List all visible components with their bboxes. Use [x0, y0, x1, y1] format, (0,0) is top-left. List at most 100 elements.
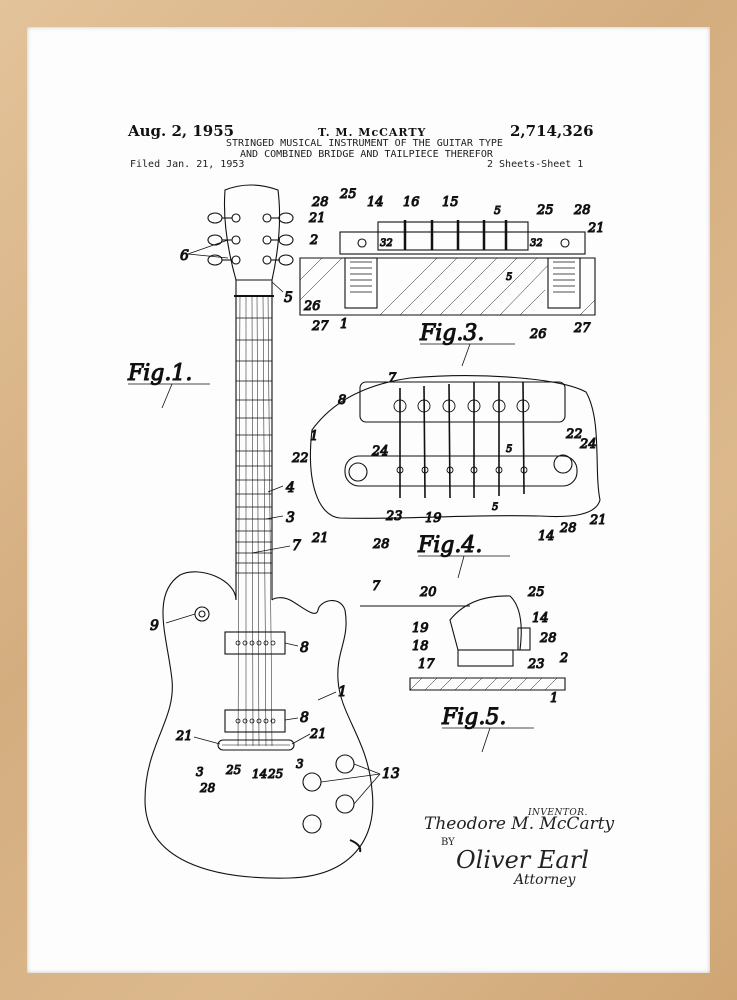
- knob: [335, 794, 355, 814]
- ref-number: 1: [338, 684, 347, 700]
- ref-number: 14: [367, 195, 384, 210]
- figure-label: Fig.1.: [127, 361, 192, 386]
- ref-number: 14: [532, 611, 549, 626]
- ref-number: 14: [252, 767, 267, 781]
- ref-number: 1: [310, 429, 318, 444]
- ref-number: 21: [309, 727, 327, 742]
- ref-number: 28: [573, 203, 591, 218]
- ref-number: 27: [573, 321, 591, 336]
- ref-number: 28: [199, 781, 216, 795]
- ref-number: 21: [175, 729, 193, 744]
- inventor-label: INVENTOR.: [528, 808, 588, 818]
- fig5-side-section: 7 20 25 14 19 18 28 17 23 2 1 Fig.5.: [360, 578, 569, 753]
- ref-number: 32: [530, 238, 543, 249]
- ref-number: 22: [565, 427, 583, 442]
- ref-number: 3: [286, 510, 295, 526]
- headstock: [223, 184, 281, 281]
- ref-number: 23: [527, 657, 545, 672]
- ref-number: 1: [550, 691, 558, 706]
- ref-number: 25: [225, 763, 241, 777]
- ref-number: 7: [388, 371, 397, 386]
- ref-number: 18: [412, 639, 429, 654]
- knob: [302, 772, 322, 792]
- figure-label: Fig.4.: [417, 533, 482, 558]
- ref-number: 21: [308, 211, 326, 226]
- ref-number: 24: [371, 444, 389, 459]
- ref-number: 28: [372, 537, 390, 552]
- ref-number: 24: [579, 437, 597, 452]
- ref-number: 5: [494, 204, 501, 217]
- ref-number: 13: [382, 766, 400, 782]
- ref-number: 2: [309, 233, 318, 248]
- figure-label: Fig.3.: [419, 321, 484, 346]
- frets: [236, 317, 272, 574]
- patent-sheets: 2 Sheets-Sheet 1: [487, 159, 584, 170]
- ref-number: 27: [311, 319, 329, 334]
- ref-number: 5: [506, 444, 512, 455]
- ref-number: 32: [380, 238, 393, 249]
- ref-number: 21: [589, 513, 607, 528]
- knob: [302, 814, 322, 834]
- neck-pickup: [224, 631, 286, 655]
- fig3-bridge-section: 28 25 14 16 15 5 25 28 21 32 32 21 2 5 2…: [299, 186, 605, 367]
- ref-number: 2: [559, 651, 568, 666]
- strings: [237, 295, 273, 747]
- ref-number: 7: [292, 538, 301, 554]
- ref-number: 8: [338, 393, 346, 408]
- ref-number: 25: [536, 203, 554, 218]
- bridge-tailpiece: [217, 739, 295, 751]
- ref-number: 25: [527, 585, 545, 600]
- ref-number: 5: [506, 272, 512, 283]
- patent-inventor-header: T. M. McCARTY: [318, 126, 427, 139]
- inventor-name: Theodore M. McCarty: [424, 814, 615, 834]
- ref-number: 3: [296, 757, 304, 771]
- ref-number: 28: [559, 521, 577, 536]
- ref-number: 26: [529, 327, 547, 342]
- ref-number: 6: [180, 248, 189, 264]
- patent-number: 2,714,326: [510, 122, 594, 140]
- ref-number: 4: [285, 480, 295, 496]
- toggle-switch: [194, 606, 210, 622]
- ref-number: 20: [419, 585, 437, 600]
- attorney-label: Attorney: [514, 872, 576, 888]
- ref-number: 15: [442, 195, 459, 210]
- ref-number: 19: [412, 621, 429, 636]
- tuners-left: [207, 212, 241, 266]
- ref-number: 28: [539, 631, 557, 646]
- ref-number: 17: [418, 657, 435, 672]
- fig1-guitar: 6 5 4 3 7 9 8 1 8 21 21 3 25 14 25 3 28 …: [126, 184, 400, 879]
- ref-number: 5: [284, 290, 293, 306]
- figure-label: Fig.5.: [441, 705, 506, 730]
- fig4-perspective: 7 8 1 22 24 22 24 5 5 23 19 21 28 14 28 …: [290, 370, 607, 579]
- ref-number: 7: [372, 579, 381, 594]
- bridge-pickup: [224, 709, 286, 733]
- ref-number: 14: [538, 529, 555, 544]
- ref-number: 3: [196, 765, 204, 779]
- ref-number: 21: [311, 531, 329, 546]
- ref-number: 9: [150, 618, 159, 634]
- ref-number: 28: [311, 195, 329, 210]
- poster-paper: [27, 27, 710, 973]
- patent-title-line2: AND COMBINED BRIDGE AND TAILPIECE THEREF…: [240, 149, 493, 160]
- ref-number: 25: [267, 767, 283, 781]
- ref-number: 1: [340, 317, 348, 332]
- patent-date: Aug. 2, 1955: [128, 122, 235, 140]
- patent-filed: Filed Jan. 21, 1953: [130, 159, 245, 170]
- ref-number: 26: [303, 299, 321, 314]
- ref-number: 21: [587, 221, 605, 236]
- patent-title-line1: STRINGED MUSICAL INSTRUMENT OF THE GUITA…: [226, 138, 503, 149]
- guitar-body: [144, 571, 374, 879]
- ref-number: 23: [385, 509, 403, 524]
- ref-number: 5: [492, 502, 498, 513]
- ref-number: 25: [339, 187, 357, 202]
- ref-number: 8: [300, 710, 309, 726]
- ref-number: 22: [291, 451, 309, 466]
- ref-number: 19: [425, 511, 442, 526]
- attorney-signature: Oliver Earl: [456, 846, 589, 874]
- knob: [335, 754, 355, 774]
- by-label: BY: [441, 837, 455, 848]
- tuners-right: [262, 212, 294, 266]
- ref-number: 8: [300, 640, 309, 656]
- ref-number: 16: [403, 195, 420, 210]
